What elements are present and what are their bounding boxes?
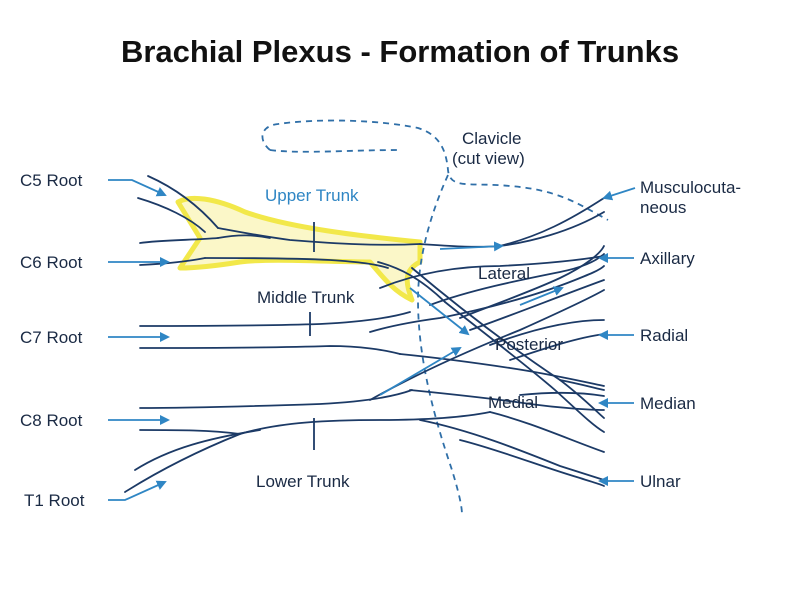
medial-cord-label: Medial <box>488 393 538 412</box>
branch-label-musculocutaneous: Musculocuta- <box>640 178 741 197</box>
root-label-c5: C5 Root <box>20 171 83 190</box>
lower-trunk-label: Lower Trunk <box>256 472 350 491</box>
upper-trunk-highlight <box>175 195 423 303</box>
middle-trunk-label: Middle Trunk <box>257 288 355 307</box>
page-title: Brachial Plexus - Formation of Trunks <box>120 34 680 69</box>
clavicle-label: Clavicle <box>462 129 522 148</box>
upper-trunk-flow-arrow <box>439 241 504 252</box>
root-label-c6: C6 Root <box>20 253 83 272</box>
branch-label-ulnar: Ulnar <box>640 472 681 491</box>
lateral-cord-flow-arrow <box>519 286 564 306</box>
branch-label-musculocutaneous-cont: neous <box>640 198 686 217</box>
musculocutaneous-pointer <box>602 187 636 201</box>
root-label-c7: C7 Root <box>20 328 83 347</box>
branch-label-radial: Radial <box>640 326 688 345</box>
branch-label-median: Median <box>640 394 696 413</box>
t1-arrow <box>108 480 167 501</box>
medial-cord-flow-arrow <box>379 346 462 396</box>
clavicle-sublabel: (cut view) <box>452 149 525 168</box>
posterior-cord-label: Posterior <box>495 335 563 354</box>
branch-label-axillary: Axillary <box>640 249 695 268</box>
flow-arrows <box>108 179 636 501</box>
c5-arrow <box>108 179 167 197</box>
root-label-t1: T1 Root <box>24 491 85 510</box>
posterior-flow-arrow <box>409 287 470 336</box>
lateral-cord-label: Lateral <box>478 264 530 283</box>
clavicle-outline <box>261 119 609 516</box>
trunk-label-ticks <box>309 222 315 450</box>
upper-trunk-label: Upper Trunk <box>265 186 359 205</box>
root-label-c8: C8 Root <box>20 411 83 430</box>
